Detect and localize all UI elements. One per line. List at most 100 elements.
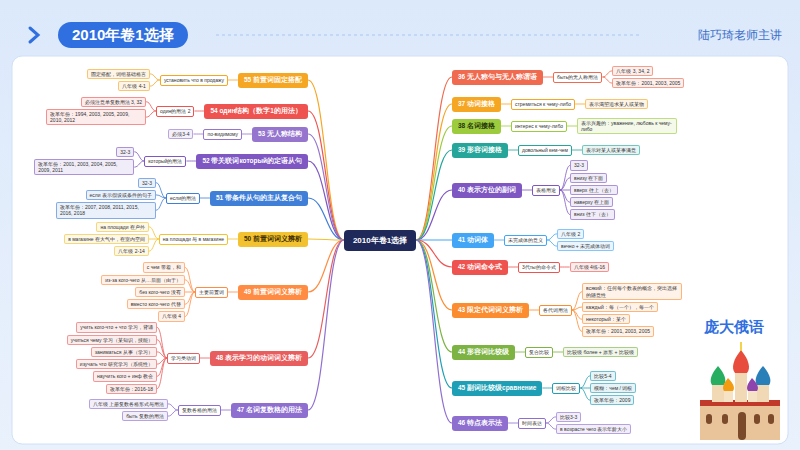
- node-text: вечно + 未完成体动词: [561, 243, 610, 249]
- node-text: 32-3: [142, 180, 152, 186]
- node-text: быть 复数的用法: [126, 413, 164, 419]
- node-text: 八年级 4练-16: [574, 264, 605, 270]
- connector: [508, 267, 518, 268]
- connector: [416, 126, 452, 240]
- leaf-note: 改革年份：2001, 2003, 2004, 2005, 2009, 2011: [34, 159, 134, 176]
- node-text: всякий：任何每个数表的概念，突出选择的随意性: [586, 285, 678, 298]
- leaf-note: 八年级 4: [158, 311, 185, 321]
- leaf-note: научить кого + инф 教会: [93, 371, 157, 381]
- node-text: 八年级 上册复数各格形式与用法: [93, 401, 164, 407]
- connector: [560, 190, 570, 215]
- leaf-note: 比较5-4: [590, 371, 615, 381]
- connector: [185, 280, 195, 292]
- connector: [193, 134, 203, 135]
- connector: [157, 352, 167, 358]
- node-text: 55 前置词固定搭配: [244, 76, 302, 85]
- branch-topic: 53 无人称结构: [252, 127, 308, 142]
- node-text: с чем 带着，和: [147, 264, 181, 270]
- leaf-note: вверх 往上（去）: [570, 185, 618, 195]
- connector: [221, 410, 231, 411]
- branch-topic: 38 名词接格: [452, 119, 501, 134]
- node-text: 学习类动词: [171, 355, 196, 361]
- connector: [494, 240, 504, 241]
- leaf-note: 改革年份：1994, 2003, 2005, 2009, 2010, 2012: [46, 109, 146, 126]
- node-text: 49 前置词词义辨析: [244, 288, 302, 297]
- connector: [146, 111, 156, 117]
- connector: [186, 161, 196, 162]
- leaf-note: с чем 带着，和: [143, 262, 185, 272]
- cathedral-illustration: [700, 342, 780, 440]
- node-text: 2010年卷1选择: [353, 235, 407, 246]
- connector: [228, 292, 238, 293]
- branch-topic: 42 动词命令式: [452, 260, 508, 275]
- sub-topic: один的用法 2: [156, 106, 194, 117]
- sub-topic: если的用法: [166, 193, 200, 204]
- node-text: некоторый：某个: [586, 316, 626, 322]
- node-text: если的用法: [170, 195, 196, 201]
- node-text: 未完成体的意义: [508, 237, 543, 243]
- connector: [416, 240, 452, 388]
- leaf-note: если 表示假设或条件的句子: [86, 190, 156, 200]
- sub-topic: 复合比较: [525, 347, 553, 358]
- connector: [200, 198, 210, 199]
- connector: [560, 166, 570, 191]
- leaf-note: 表示对某人或某事满意: [582, 145, 640, 155]
- connector: [515, 352, 525, 353]
- connector: [416, 190, 452, 240]
- node-text: стремиться к чему-либо: [515, 101, 571, 107]
- node-text: внизу 在下面: [574, 175, 603, 181]
- connector: [194, 111, 204, 112]
- node-text: 54 один结构（数字1的用法）: [210, 107, 302, 116]
- node-text: 必须3-4: [172, 131, 189, 137]
- node-text: 各代词用法: [543, 307, 568, 313]
- central-topic: 2010年卷1选择: [344, 230, 416, 251]
- connector: [134, 152, 144, 161]
- node-text: каждый：每（一个），每一个: [586, 304, 654, 310]
- node-text: изучать что 研究学习（系统性）: [80, 361, 153, 367]
- node-text: в магазине 在大气中，在室内空间: [68, 236, 145, 242]
- sub-topic: 主要前置词: [195, 287, 228, 298]
- leaf-note: быть 复数的用法: [122, 411, 168, 421]
- connector: [228, 239, 238, 240]
- connector: [560, 178, 570, 190]
- branch-topic: 54 один结构（数字1的用法）: [204, 104, 308, 119]
- sub-topic: на площади 与 в магазине: [159, 234, 228, 245]
- leaf-note: 必须注意单复数用法 3, 32: [81, 97, 147, 107]
- connector: [308, 240, 344, 358]
- leaf-note: всякий：任何每个数表的概念，突出选择的随意性: [582, 283, 682, 300]
- node-text: без кого-чего 没有: [139, 289, 181, 295]
- node-text: 45 副词比较级сравнение: [458, 384, 536, 393]
- connector: [150, 74, 160, 80]
- node-text: 41 动词体: [458, 236, 488, 245]
- node-text: 40 表示方位的副词: [458, 186, 516, 195]
- connector: [501, 126, 511, 127]
- sub-topic: 复数各格的用法: [178, 405, 221, 416]
- connector: [572, 307, 582, 310]
- branch-topic: 39 形容词接格: [452, 143, 508, 158]
- leaf-note: 比较3-3: [556, 412, 581, 422]
- leaf-note: изучать что 研究学习（系统性）: [76, 359, 157, 369]
- node-text: 表示兴趣的：уважение, любовь к чему-либо: [581, 120, 673, 133]
- branch-topic: 55 前置词固定搭配: [238, 73, 308, 88]
- leaf-note: 八年级 上册复数各格形式与用法: [89, 399, 168, 409]
- connector: [575, 104, 585, 105]
- leaf-note: 八年级 4练-16: [570, 262, 609, 272]
- node-text: 时间表达: [522, 420, 542, 426]
- node-text: 改革年份：2001, 2003, 2005: [586, 328, 650, 334]
- branch-topic: 37 动词接格: [452, 97, 501, 112]
- node-text: 43 限定代词词义辨析: [458, 306, 523, 315]
- node-text: на площади 与 в магазине: [163, 236, 224, 242]
- node-text: 词根比较: [556, 385, 576, 391]
- node-text: 比较5-4: [594, 373, 611, 379]
- branch-topic: 47 名词复数格的用法: [231, 403, 308, 418]
- connector: [416, 104, 452, 240]
- node-text: если 表示假设或条件的句子: [90, 192, 152, 198]
- node-text: вверх 往上（去）: [574, 187, 614, 193]
- connector: [185, 292, 195, 317]
- node-text: 主要前置词: [199, 289, 224, 295]
- node-text: 八年级 3, 34, 2: [616, 68, 649, 74]
- connector: [149, 239, 159, 251]
- branch-topic: 43 限定代词词义辨析: [452, 303, 529, 318]
- node-text: вниз 往下（去）: [574, 211, 611, 217]
- leaf-note: заниматься 从事（学习）: [91, 347, 157, 357]
